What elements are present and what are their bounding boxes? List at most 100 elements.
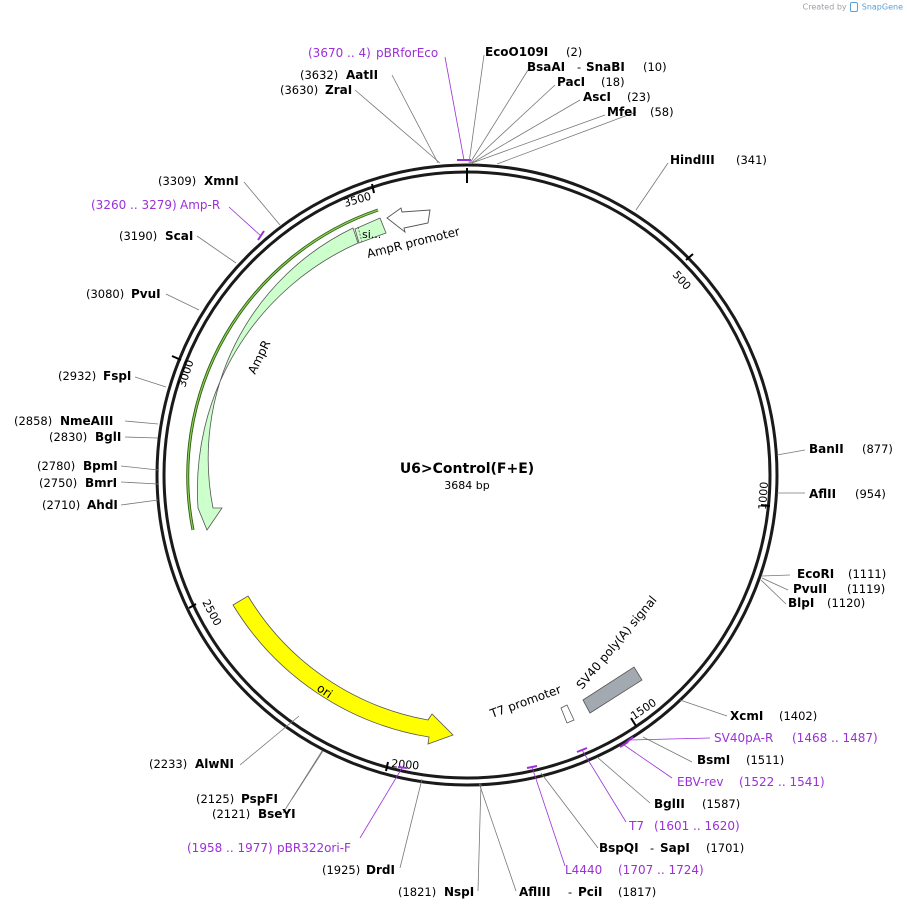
- tick-mark-1000: [760, 504, 771, 507]
- site-mfei-pos: (58): [650, 105, 674, 119]
- plasmid-name: U6>Control(F+E): [400, 461, 534, 477]
- site-xcmi[interactable]: XcmI: [730, 709, 763, 723]
- tick-mark-2500: [188, 603, 197, 609]
- site-scai-pos: (3190): [119, 229, 157, 243]
- tick-mark-3000: [171, 355, 182, 361]
- site-nmeaiii[interactable]: NmeAIII: [60, 414, 113, 428]
- snapgene-credit: Created by SnapGene: [803, 2, 903, 12]
- primer-amp-r[interactable]: Amp-R: [180, 198, 220, 212]
- site-paci[interactable]: PacI: [557, 75, 585, 89]
- site-bsmi[interactable]: BsmI: [697, 753, 730, 767]
- signal-feature[interactable]: [354, 217, 387, 244]
- site-hindiii-pos: (341): [736, 153, 767, 167]
- t7-promoter-feature[interactable]: [560, 704, 575, 724]
- site-xmni[interactable]: XmnI: [204, 174, 239, 188]
- site-bseyi[interactable]: BseYI: [258, 807, 296, 821]
- site-snabi-pos: (10): [643, 60, 667, 74]
- site-hindiii[interactable]: HindIII: [670, 153, 715, 167]
- t7-promoter-label: T7 promoter: [487, 682, 563, 721]
- site-bmri[interactable]: BmrI: [85, 476, 117, 490]
- ampr-sequence-highlight-inner: [187, 209, 379, 531]
- site-sapi[interactable]: SapI: [660, 841, 690, 855]
- site-xcmi-pos: (1402): [779, 709, 817, 723]
- site-ahdi[interactable]: AhdI: [87, 498, 118, 512]
- primer-sv40pa-r-pos: (1468 .. 1487): [792, 731, 878, 745]
- site-ecori-pos: (1111): [848, 567, 886, 581]
- site-pvui[interactable]: PvuI: [131, 287, 161, 301]
- site-snabi[interactable]: SnaBI: [586, 60, 625, 74]
- site-dash-3: -: [568, 885, 572, 899]
- site-ecoo109i-pos: (2): [566, 45, 582, 59]
- site-nspi-pos: (1821): [398, 885, 436, 899]
- site-scai[interactable]: ScaI: [165, 229, 193, 243]
- site-bpmi-pos: (2780): [37, 459, 75, 473]
- primer-t7[interactable]: T7: [628, 819, 644, 833]
- sv40-polya-label: SV40 poly(A) signal: [574, 593, 660, 692]
- site-paci-pos: (18): [601, 75, 625, 89]
- site-asci-pos: (23): [627, 90, 651, 104]
- site-drdi-pos: (1925): [322, 863, 360, 877]
- site-pvuii[interactable]: PvuII: [793, 582, 827, 596]
- site-alwni[interactable]: AlwNI: [195, 757, 234, 771]
- site-pvui-pos: (3080): [86, 287, 124, 301]
- sv40-polya-feature[interactable]: [582, 666, 643, 714]
- site-drdi[interactable]: DrdI: [366, 863, 395, 877]
- site-blpi[interactable]: BlpI: [788, 596, 814, 610]
- tick-mark-500: [685, 253, 694, 261]
- site-pvuii-pos: (1119): [847, 582, 885, 596]
- site-alwni-pos: (2233): [149, 757, 187, 771]
- site-pspfi[interactable]: PspFI: [241, 792, 278, 806]
- site-nmeaiii-pos: (2858): [14, 414, 52, 428]
- site-sapi-pos: (1701): [706, 841, 744, 855]
- site-mfei[interactable]: MfeI: [607, 105, 637, 119]
- site-bsaai[interactable]: BsaAI: [527, 60, 565, 74]
- site-aatii[interactable]: AatII: [346, 68, 378, 82]
- backbone: [155, 163, 779, 787]
- site-bsmi-pos: (1511): [746, 753, 784, 767]
- primer-sv40pa-r[interactable]: SV40pA-R: [714, 731, 773, 745]
- ampr-feature[interactable]: [197, 227, 359, 531]
- site-asci[interactable]: AscI: [583, 90, 611, 104]
- site-pcii[interactable]: PciI: [578, 885, 603, 899]
- tick-mark-2000: [385, 761, 389, 772]
- primer-ebv-rev[interactable]: EBV-rev: [677, 775, 723, 789]
- site-blpi-pos: (1120): [827, 596, 865, 610]
- site-bseyi-pos: (2121): [212, 807, 250, 821]
- credit-text: Created by: [802, 2, 847, 12]
- scale-ticks: [171, 183, 771, 772]
- tick-1500: 1500: [628, 696, 658, 722]
- site-bpmi[interactable]: BpmI: [83, 459, 118, 473]
- site-zrai[interactable]: ZraI: [325, 83, 352, 97]
- site-ecori[interactable]: EcoRI: [797, 567, 834, 581]
- snapgene-logo-icon: [850, 2, 859, 12]
- ori-feature[interactable]: [232, 595, 454, 745]
- site-bglii[interactable]: BglII: [654, 797, 685, 811]
- primer-mark-pbr322ori-f: [397, 766, 408, 769]
- site-aflii-pos: (954): [855, 487, 886, 501]
- site-aflii[interactable]: AflII: [809, 487, 836, 501]
- plasmid-length: 3684 bp: [444, 479, 489, 492]
- tick-3500: 3500: [342, 190, 372, 210]
- primer-labels: (3670 .. 4) pBRforEco (3260 .. 3279) Amp…: [91, 46, 878, 877]
- primer-l4440[interactable]: L4440: [565, 863, 602, 877]
- site-banii[interactable]: BanII: [809, 442, 844, 456]
- site-bglii-pos: (1587): [702, 797, 740, 811]
- site-dash-2: -: [650, 841, 654, 855]
- primer-pbrforeco[interactable]: pBRforEco: [376, 46, 438, 60]
- ampr-promoter-feature[interactable]: [386, 207, 431, 234]
- site-pcii-pos: (1817): [618, 885, 656, 899]
- tick-1000: 1000: [756, 481, 771, 510]
- site-banii-pos: (877): [862, 442, 893, 456]
- site-bspqi[interactable]: BspQI: [599, 841, 639, 855]
- tick-mark-1500: [630, 717, 637, 727]
- site-afliii[interactable]: AflIII: [519, 885, 551, 899]
- tick-mark-3500: [371, 183, 375, 194]
- primer-pbr322ori-f[interactable]: pBR322ori-F: [277, 841, 351, 855]
- site-ecoo109i[interactable]: EcoO109I: [485, 45, 548, 59]
- site-bgli[interactable]: BglI: [95, 430, 121, 444]
- site-fspi[interactable]: FspI: [103, 369, 131, 383]
- site-labels: EcoO109I (2) BsaAI - SnaBI (10) PacI (18…: [14, 45, 893, 899]
- site-nspi[interactable]: NspI: [444, 885, 474, 899]
- ampr-label: AmpR: [245, 338, 273, 376]
